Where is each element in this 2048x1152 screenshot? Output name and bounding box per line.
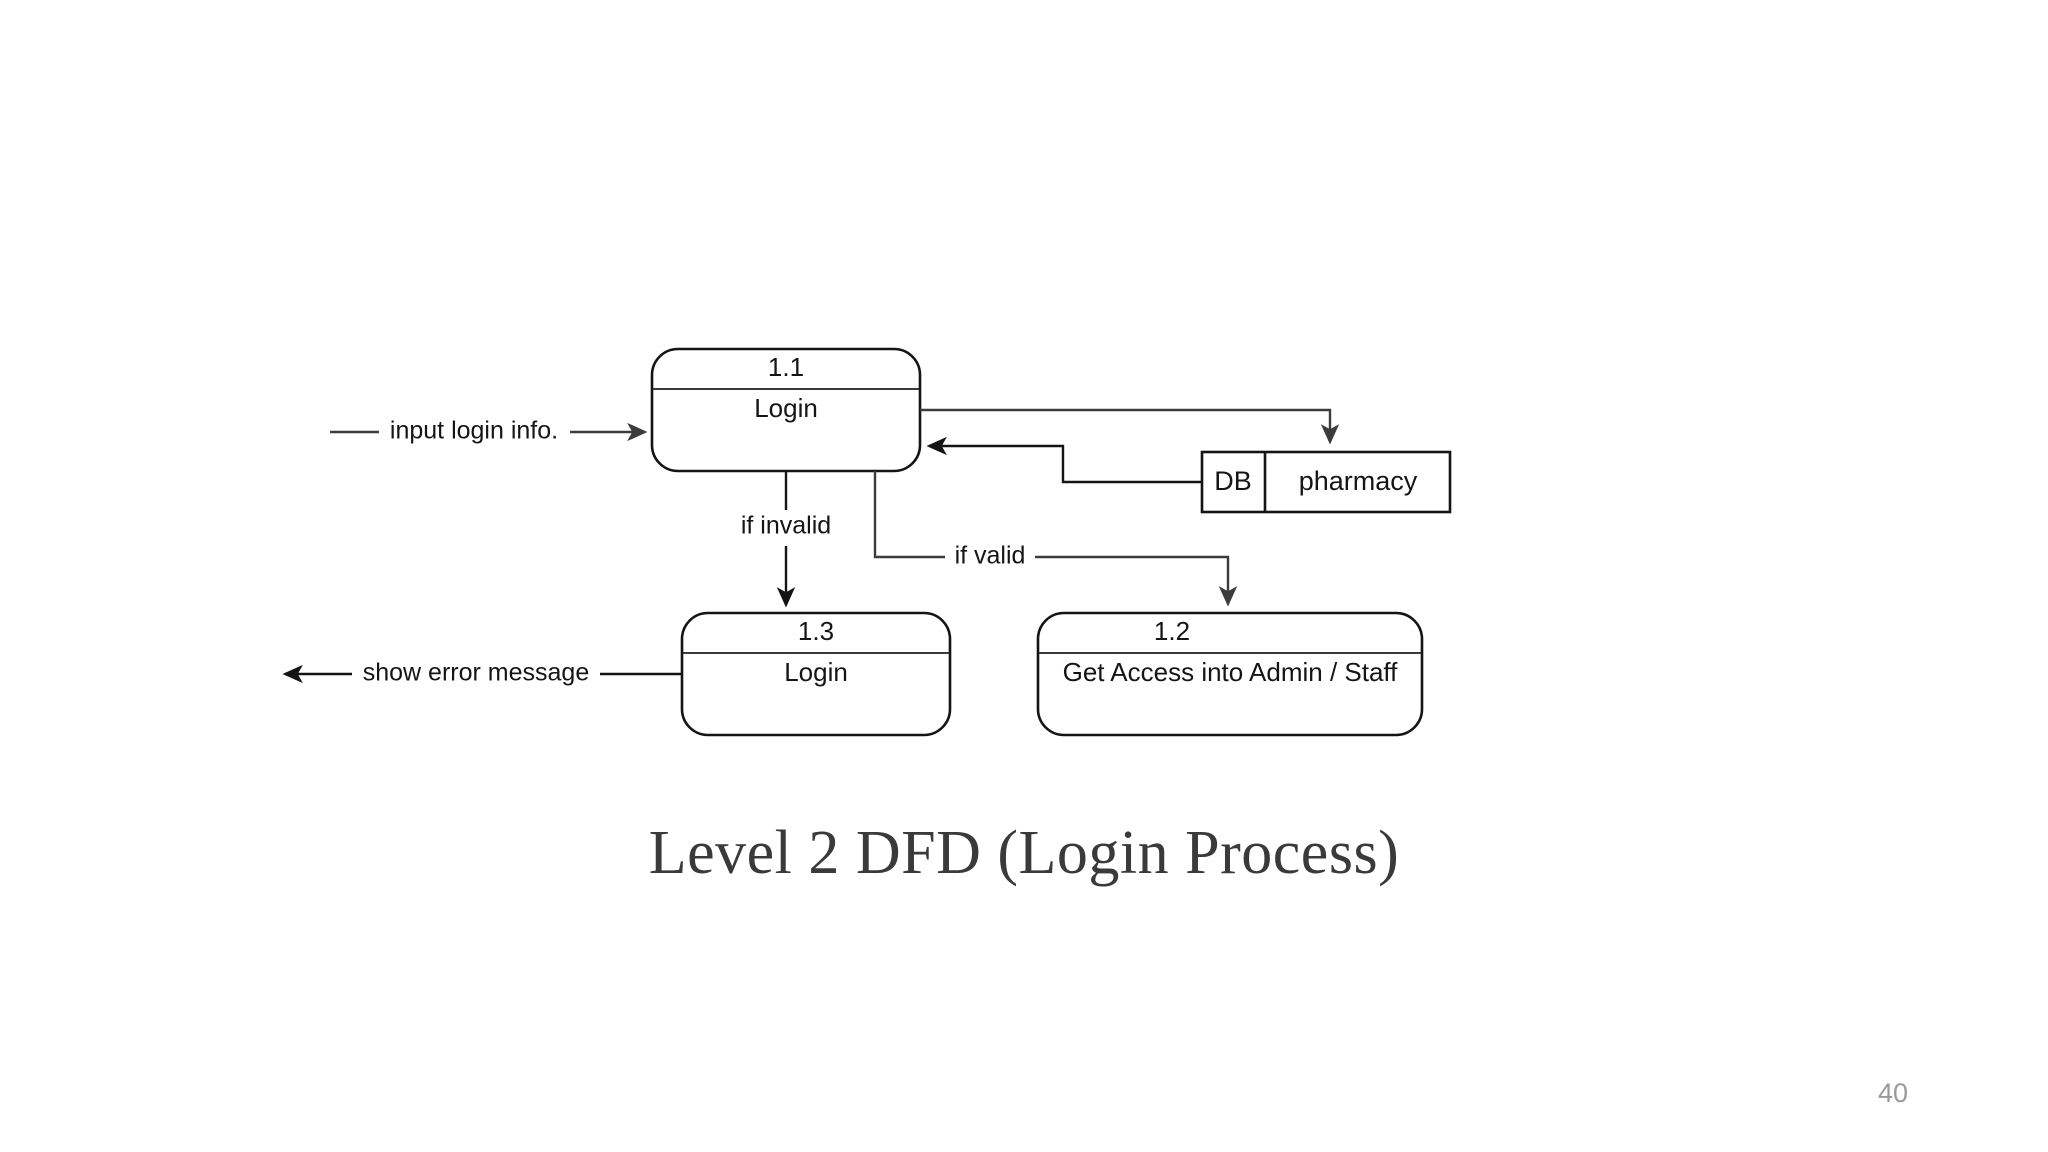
flow-db-to-login xyxy=(926,436,1202,484)
flow-line-login-to-db xyxy=(920,408,1340,445)
flow-if-invalid: if invalid xyxy=(741,471,831,608)
flow-label-show-error-message: show error message xyxy=(363,659,589,687)
data-store-label: pharmacy xyxy=(1299,466,1418,496)
flow-if-valid: if valid xyxy=(873,471,1238,607)
flow-line-if-valid-left xyxy=(873,471,945,559)
flow-login-to-db xyxy=(920,408,1340,445)
process-1-2[interactable]: 1.2 Get Access into Admin / Staff xyxy=(1036,611,1424,737)
flow-line-db-to-login xyxy=(926,436,1202,484)
data-store-key: DB xyxy=(1214,466,1252,496)
process-1-2-label: Get Access into Admin / Staff xyxy=(1063,657,1399,687)
data-store-pharmacy[interactable]: DB pharmacy xyxy=(1200,450,1452,514)
process-1-2-number: 1.2 xyxy=(1154,616,1190,646)
data-store-outline xyxy=(1200,450,1452,514)
flow-label-if-valid: if valid xyxy=(955,542,1026,570)
process-1-1-label: Login xyxy=(754,393,818,423)
process-1-3-number: 1.3 xyxy=(798,616,834,646)
flow-label-input-login-info: input login info. xyxy=(390,417,558,445)
process-1-3[interactable]: 1.3 Login xyxy=(680,611,952,737)
process-1-1[interactable]: 1.1 Login xyxy=(650,347,922,473)
process-1-3-label: Login xyxy=(784,657,848,687)
page-number: 40 xyxy=(1877,1078,1908,1108)
flow-label-if-invalid: if invalid xyxy=(741,512,831,540)
process-1-1-number: 1.1 xyxy=(768,352,804,382)
page-title: Level 2 DFD (Login Process) xyxy=(648,819,1400,887)
process-1-2-outline xyxy=(1036,611,1424,737)
flow-input-login-info: input login info. xyxy=(330,417,648,445)
flow-show-error-message: show error message xyxy=(282,659,682,687)
flow-line-if-valid-right xyxy=(1035,555,1238,607)
